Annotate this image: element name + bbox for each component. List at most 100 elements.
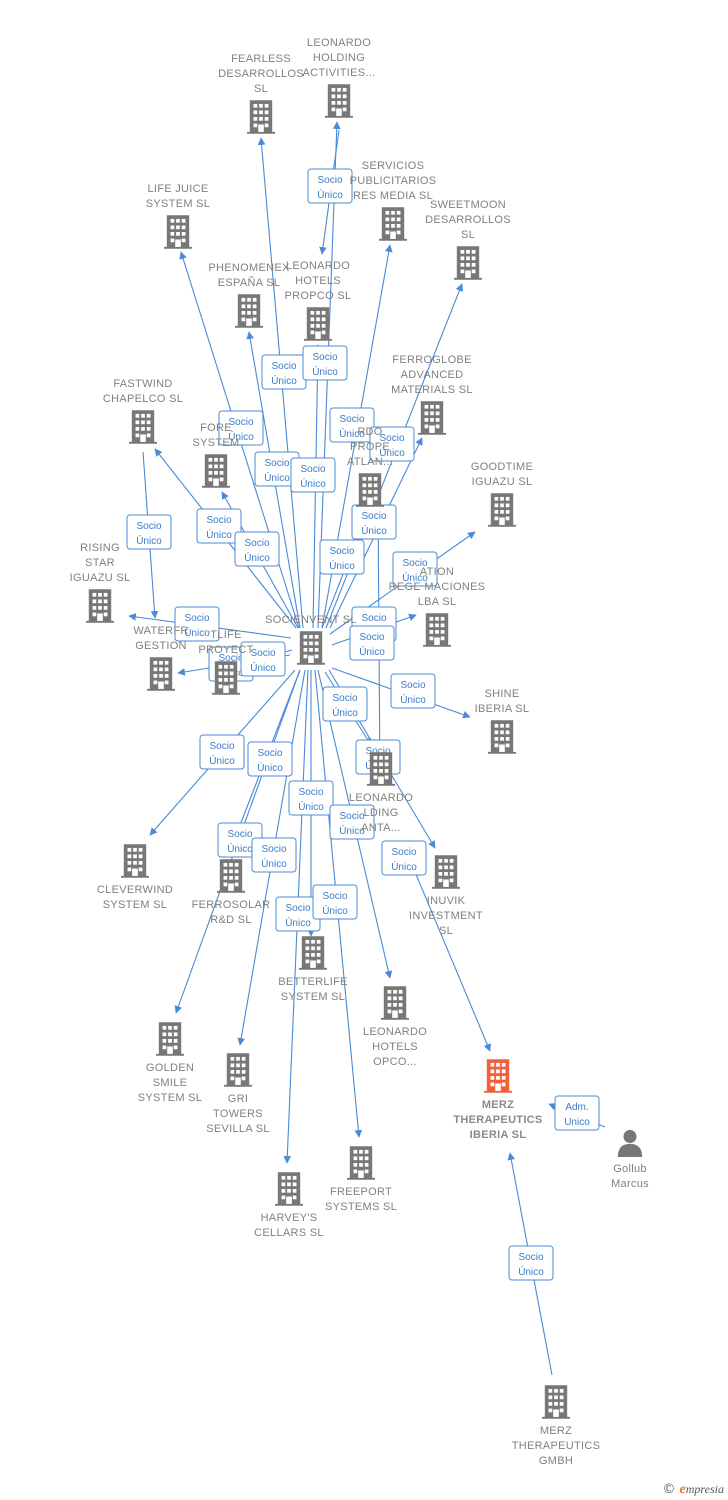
building-icon xyxy=(367,752,395,786)
node-leonardo-holding-canta[interactable]: LEONARDOLDINGANTA... xyxy=(349,752,413,834)
node-label-line: MERZ xyxy=(540,1425,572,1437)
badge-type-text: Único xyxy=(184,626,210,639)
brand-initial: e xyxy=(679,1482,686,1497)
badge-type-text: Único xyxy=(271,374,297,387)
badge-type-text: Único xyxy=(228,430,254,443)
badge-role-text: Adm. xyxy=(565,1102,588,1113)
node-leonardo-holding-act[interactable]: LEONARDOHOLDINGACTIVITIES... xyxy=(303,37,376,118)
badge-type-text: Único xyxy=(339,824,365,837)
adm-unico-badge[interactable]: Adm.Unico xyxy=(554,1095,600,1131)
node-label-line: LEONARDO xyxy=(363,1026,427,1038)
node-label-line: MERZ xyxy=(482,1099,514,1111)
node-label-line: CELLARS SL xyxy=(254,1227,324,1239)
node-label-line: LDING xyxy=(363,807,398,819)
node-label-line: PUBLICITARIOS xyxy=(350,175,437,187)
badge-role-text: Socio xyxy=(250,648,275,659)
node-label-line: HOTELS xyxy=(295,275,341,287)
building-icon xyxy=(247,100,275,134)
node-label-line: REGE MACIONES xyxy=(389,581,486,593)
badge-role-text: Socio xyxy=(332,693,357,704)
node-label-line: HOLDING xyxy=(313,52,365,64)
node-leonardo-opco[interactable]: LEONARDOHOTELSOPCO... xyxy=(363,986,427,1068)
node-label-line: SHINE xyxy=(484,688,519,700)
badge-type-text: Único xyxy=(285,916,311,929)
badge-role-text: Socio xyxy=(298,787,323,798)
badge-type-text: Único xyxy=(250,661,276,674)
node-label-line: FEARLESS xyxy=(231,53,291,65)
badge-type-text: Único xyxy=(402,571,428,584)
node-label-line: SYSTEM SL xyxy=(146,198,210,210)
brand-name: mpresia xyxy=(685,1482,724,1496)
node-props-atlan[interactable]: RDOPROPEATLAN... xyxy=(347,426,393,507)
node-label-line: INVESTMENT xyxy=(409,910,483,922)
badge-type-text: Único xyxy=(518,1265,544,1278)
node-label-line: INUVIK xyxy=(427,895,466,907)
node-socienvent[interactable]: SOCIENVENT SL xyxy=(265,614,357,665)
brand-footer[interactable]: ©empresia xyxy=(663,1482,724,1498)
node-label-line: LEONARDO xyxy=(286,260,350,272)
badge-type-text: Único xyxy=(298,800,324,813)
building-icon xyxy=(488,493,516,527)
node-label-line: GRI xyxy=(228,1093,248,1105)
building-icon xyxy=(275,1172,303,1206)
badge-role-text: Socio xyxy=(339,414,364,425)
node-label-line: TLIFE xyxy=(210,629,241,641)
node-label-line: THERAPEUTICS xyxy=(453,1114,542,1126)
node-label-line: Gollub xyxy=(613,1163,647,1175)
